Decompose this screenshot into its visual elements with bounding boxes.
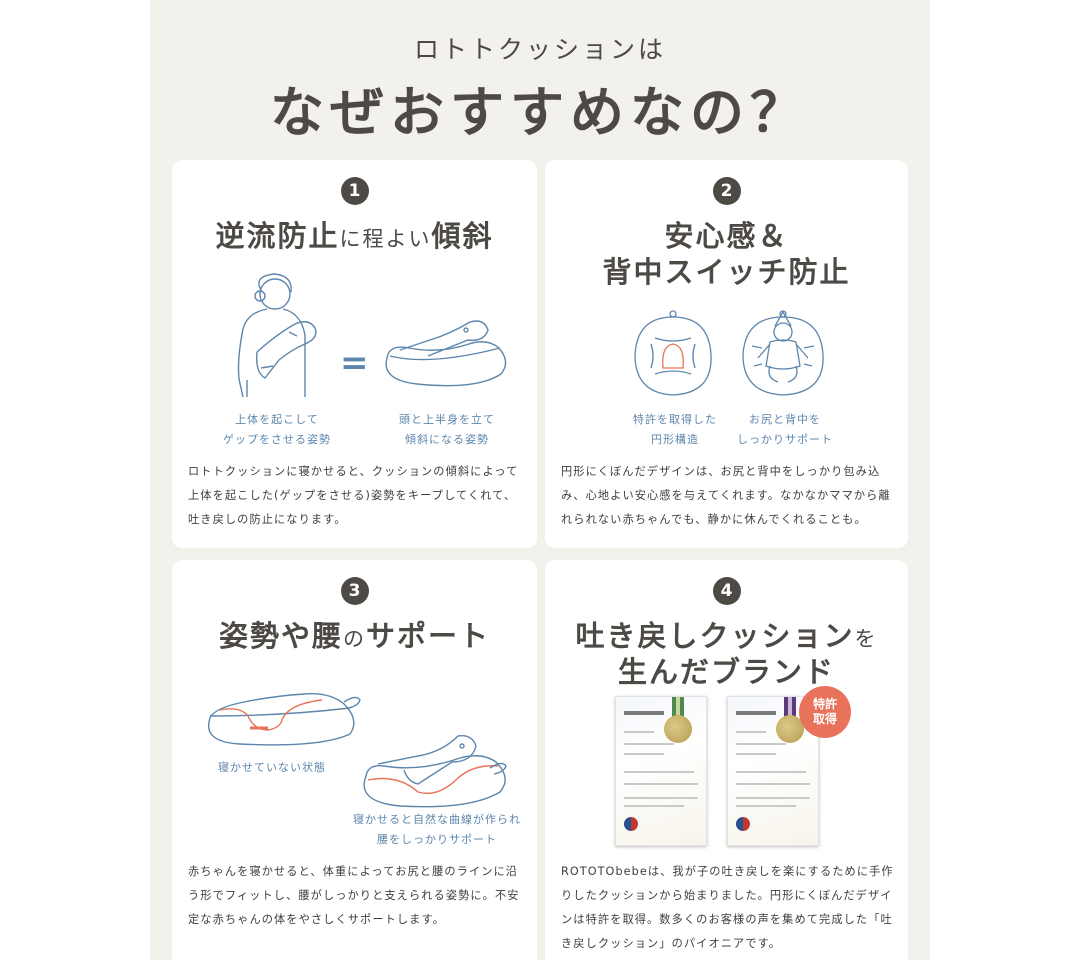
- gold-medal-icon: [664, 715, 692, 743]
- baby-in-cushion-icon: [742, 310, 824, 396]
- card-title-end: サポート: [366, 619, 491, 653]
- baby-on-cushion-icon: [363, 735, 507, 808]
- certificate-line: [624, 783, 698, 785]
- hero-title: なぜおすすめなの？: [270, 81, 810, 144]
- card-title-line2: 生んだブランド: [617, 655, 835, 689]
- card-title-main: 吐き戻しクッション: [575, 619, 855, 653]
- certificate-line: [736, 753, 776, 755]
- certificate-line: [624, 805, 684, 807]
- caption-line: 頭と上半身を立て: [399, 413, 495, 426]
- card-title-end: 傾斜: [431, 219, 494, 253]
- ribbon-icon: [784, 697, 796, 719]
- korea-emblem-icon: [624, 817, 638, 831]
- caption-line: 傾斜になる姿勢: [405, 433, 489, 446]
- card-body-text: 赤ちゃんを寝かせると、体重によってお尻と腰のラインに沿う形でフィットし、腰がしっ…: [188, 865, 520, 926]
- certificate-line: [736, 731, 766, 733]
- caption-line: お尻と背中を: [749, 413, 821, 426]
- card-title-main: 逆流防止: [215, 219, 340, 253]
- caption-line: しっかりサポート: [737, 433, 833, 446]
- certificate-heading: [736, 711, 776, 715]
- caption-line: 上体を起こして: [235, 413, 319, 426]
- korea-emblem-icon: [736, 817, 750, 831]
- caption-empty-state: 寝かせていない状態: [218, 761, 326, 774]
- number-badge: 2: [712, 177, 741, 205]
- caption-line: 腰をしっかりサポート: [377, 833, 497, 846]
- hero-subtitle: ロトトクッションは: [413, 35, 666, 64]
- card-title-main: 姿勢や腰: [218, 619, 343, 653]
- number-badge: 4: [712, 577, 741, 605]
- stamp-line: 取得: [812, 712, 837, 726]
- certificate-line: [736, 771, 806, 773]
- caption-line: 寝かせると自然な曲線が作られ: [353, 813, 521, 826]
- card-title: 姿勢や腰のサポート: [172, 618, 537, 657]
- card-body-text: ROTOTObebeは、我が子の吐き戻しを楽にするために手作りしたクッションから…: [561, 865, 894, 950]
- certificate-line: [624, 753, 664, 755]
- certificate-line: [736, 805, 796, 807]
- caption-circular-structure: 特許を取得した 円形構造: [620, 410, 730, 450]
- gold-medal-icon: [776, 715, 804, 743]
- empty-cushion-icon: [208, 693, 361, 746]
- certificate-heading: [624, 711, 664, 715]
- certificate-line: [736, 783, 810, 785]
- card-title-small: を: [854, 627, 878, 651]
- caption-line: 円形構造: [651, 433, 699, 446]
- caption-back-support: お尻と背中を しっかりサポート: [725, 410, 845, 450]
- feature-panel: ロトトクッションは なぜおすすめなの？ 1 逆流防止に程よい傾斜 = 上体を起こ…: [150, 0, 930, 960]
- card-title-line1: 安心感＆: [664, 219, 789, 253]
- caption-line: ゲップをさせる姿勢: [223, 433, 331, 446]
- card-title-small: の: [343, 627, 366, 651]
- feature-card-2: 2 安心感＆ 背中スイッチ防止 特許を取得した 円形構造 お尻と背中を しっか: [545, 160, 908, 548]
- card-title-line1: 吐き戻しクッションを: [545, 618, 908, 657]
- caption-line: 特許を取得した: [633, 413, 717, 426]
- card-body-text: 円形にくぼんだデザインは、お尻と背中をしっかり包み込み、心地よい安心感を与えてく…: [561, 465, 891, 526]
- card-title-line2: 背中スイッチ防止: [602, 255, 851, 289]
- ribbon-icon: [672, 697, 684, 719]
- caption-incline-posture: 頭と上半身を立て 傾斜になる姿勢: [377, 410, 517, 450]
- feature-card-1: 1 逆流防止に程よい傾斜 = 上体を起こして ゲップをさせる姿勢: [172, 160, 537, 548]
- stamp-line: 特許: [812, 697, 837, 711]
- card-title-small: に程よい: [339, 227, 432, 251]
- number-badge: 3: [340, 577, 369, 605]
- utility-model-certificate-image: [615, 696, 707, 846]
- certificate-line: [624, 771, 694, 773]
- mother-holding-baby-icon: [237, 273, 317, 398]
- card-body-text: ロトトクッションに寝かせると、クッションの傾斜によって上体を起こした(ゲップをさ…: [188, 465, 519, 526]
- certificate-line: [624, 743, 674, 745]
- caption-upright-posture: 上体を起こして ゲップをさせる姿勢: [202, 410, 352, 450]
- certificate-line: [624, 731, 654, 733]
- number-badge: 1: [340, 177, 369, 205]
- certificate-line: [736, 797, 810, 799]
- feature-card-3: 3 姿勢や腰のサポート 寝かせていない状態 寝かせると自然な曲線が作られ 腰をし…: [172, 560, 537, 960]
- certificate-line: [624, 797, 698, 799]
- cushion-with-baby-icon: [385, 320, 507, 387]
- certificate-line: [736, 743, 786, 745]
- card-title: 逆流防止に程よい傾斜: [172, 218, 537, 257]
- feature-card-4: 4 吐き戻しクッションを 生んだブランド: [545, 560, 908, 960]
- patent-acquired-stamp: 特許 取得: [801, 688, 849, 736]
- equals-icon: =: [340, 343, 369, 383]
- caption-natural-curve: 寝かせると自然な曲線が作られ 腰をしっかりサポート: [342, 810, 532, 850]
- round-cushion-icon: [634, 310, 712, 396]
